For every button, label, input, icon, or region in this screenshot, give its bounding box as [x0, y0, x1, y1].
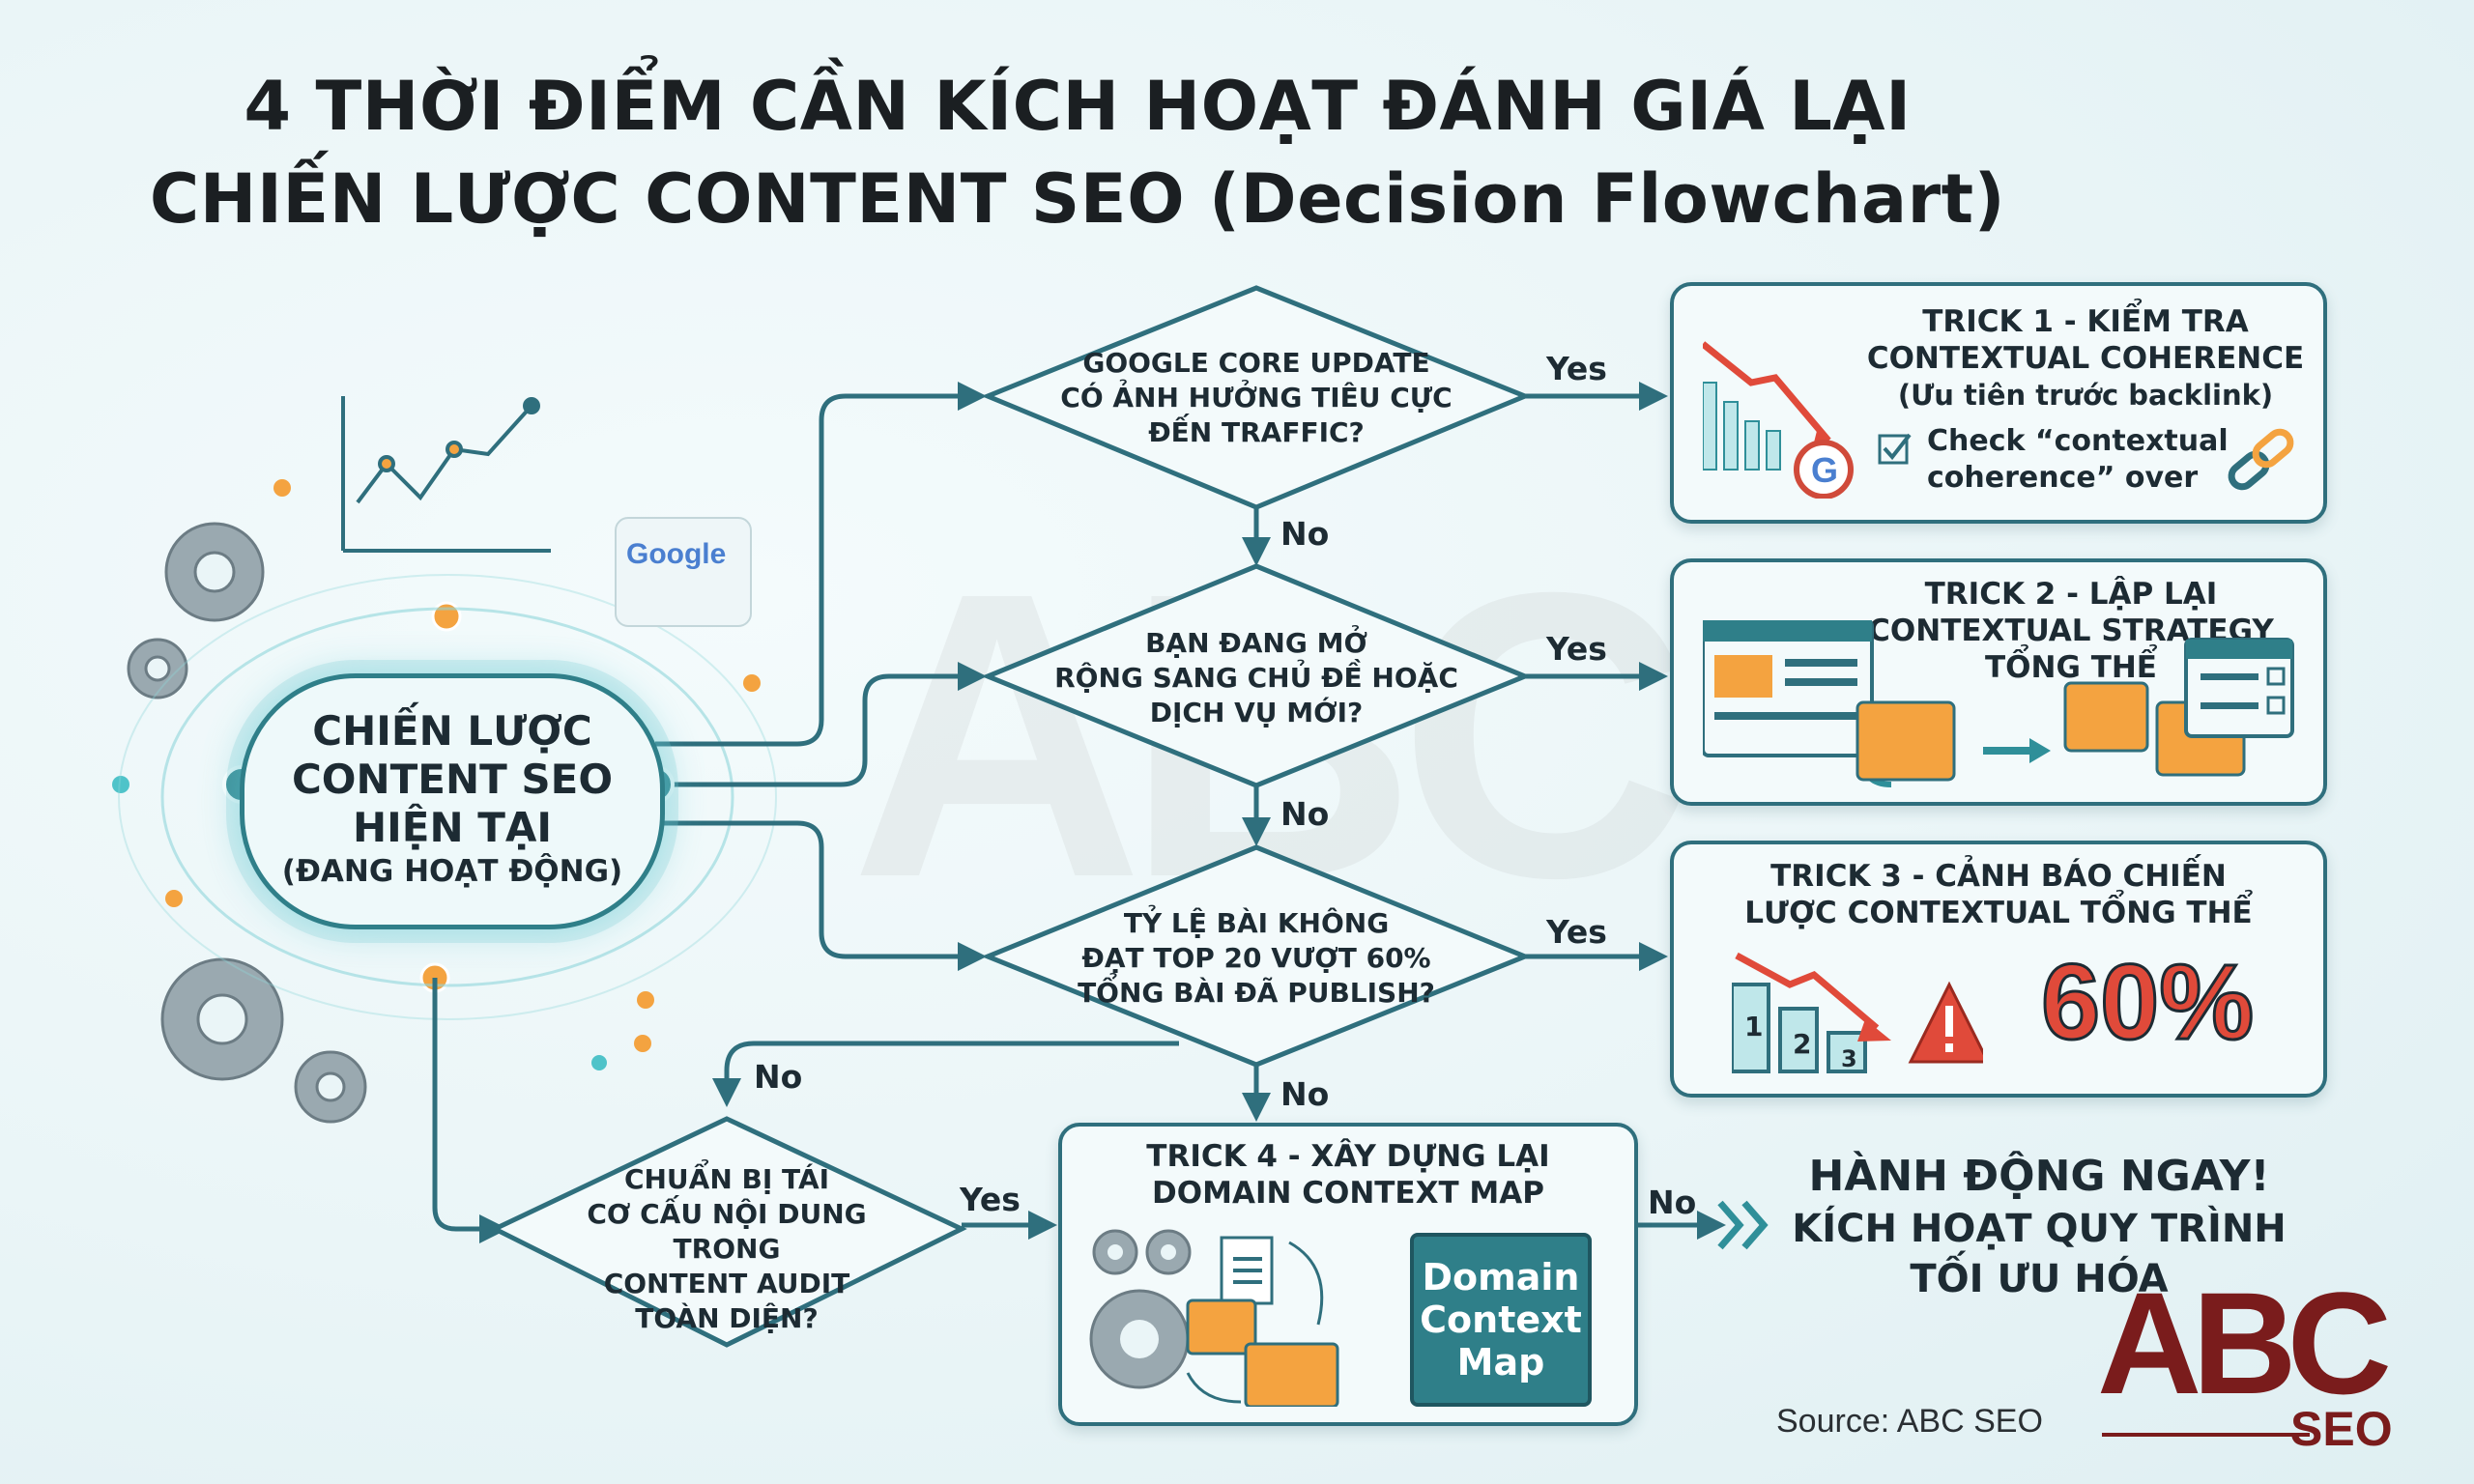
abc-seo-logo: ABC SEO — [2097, 1262, 2393, 1456]
context-map-build-icon — [1089, 1229, 1339, 1407]
title-line-1: 4 THỜI ĐIỂM CẦN KÍCH HOẠT ĐÁNH GIÁ LẠI — [244, 67, 1912, 146]
edge-yes-2: Yes — [1546, 630, 1607, 668]
decor-dots — [165, 479, 761, 1052]
ranking-drop-icon — [1732, 952, 1983, 1073]
final-action: HÀNH ĐỘNG NGAY! KÍCH HOẠT QUY TRÌNH TỐI … — [1730, 1150, 2348, 1304]
current-strategy-title: CHIẾN LƯỢC CONTENT SEO HIỆN TẠI — [291, 707, 614, 851]
traffic-drop-icon: G — [1703, 341, 1854, 499]
decision-core-update: GOOGLE CORE UPDATE CÓ ẢNH HƯỞNG TIÊU CỰC… — [1060, 347, 1453, 448]
current-strategy-node: CHIẾN LƯỢC CONTENT SEO HIỆN TẠI (ĐANG HO… — [240, 673, 665, 929]
edge-yes-1: Yes — [1546, 350, 1607, 387]
edge-no-5: No — [1648, 1184, 1697, 1221]
trick-1-card: TRICK 1 - KIỂM TRA CONTEXTUAL COHERENCE … — [1670, 282, 2327, 524]
source-caption: Source: ABC SEO — [1776, 1403, 2043, 1440]
edge-no-3: No — [1280, 1075, 1330, 1113]
decision-new-topic: BẠN ĐANG MỞ RỘNG SANG CHỦ ĐỀ HOẶC DỊCH V… — [1054, 627, 1458, 728]
double-chevron-icon — [1717, 1200, 1769, 1250]
trick-2-title: TRICK 2 - LẬP LẠI CONTEXTUAL STRATEGY TỔ… — [1868, 577, 2274, 685]
current-strategy-subtitle: (ĐANG HOẠT ĐỘNG) — [281, 854, 623, 889]
trick-1-check-text: Check “contextual coherence” over — [1927, 424, 2229, 495]
trick-1-title: TRICK 1 - KIỂM TRA CONTEXTUAL COHERENCE … — [1866, 304, 2305, 412]
edge-no-1: No — [1280, 515, 1330, 553]
title-line-2: CHIẾN LƯỢC CONTENT SEO (Decision Flowcha… — [149, 159, 2006, 239]
link-icon — [2228, 428, 2294, 491]
trick-3-title: TRICK 3 - CẢNH BÁO CHIẾN LƯỢC CONTEXTUAL… — [1744, 859, 2253, 930]
final-action-heading: HÀNH ĐỘNG NGAY! — [1808, 1152, 2270, 1201]
warning-percent: 60% — [2039, 942, 2255, 1064]
line-chart-icon — [341, 396, 551, 553]
edge-yes-3: Yes — [1546, 913, 1607, 951]
decision-diamonds — [489, 285, 1532, 1348]
trick-4-title: TRICK 4 - XÂY DỰNG LẠI DOMAIN CONTEXT MA… — [1146, 1139, 1550, 1211]
decision-top20-ratio: TỶ LỆ BÀI KHÔNG ĐẠT TOP 20 VƯỢT 60% TỔNG… — [1078, 907, 1435, 1009]
edge-yes-4: Yes — [960, 1181, 1021, 1218]
trick-2-card: TRICK 2 - LẬP LẠI CONTEXTUAL STRATEGY TỔ… — [1670, 558, 2327, 806]
svg-text:G: G — [1811, 450, 1838, 490]
domain-context-map-panel: Domain Context Map — [1410, 1233, 1592, 1407]
strategy-restructure-icon — [1703, 620, 2294, 787]
decision-content-audit: CHUẨN BỊ TÁI CƠ CẤU NỘI DUNG TRONG CONTE… — [587, 1163, 867, 1334]
trick-3-card: TRICK 3 - CẢNH BÁO CHIẾN LƯỢC CONTEXTUAL… — [1670, 841, 2327, 1098]
trick-4-card: TRICK 4 - XÂY DỰNG LẠI DOMAIN CONTEXT MA… — [1058, 1123, 1638, 1426]
checkbox-icon — [1878, 433, 1912, 465]
gear-icon — [127, 522, 367, 1124]
page-title: 4 THỜI ĐIỂM CẦN KÍCH HOẠT ĐÁNH GIÁ LẠI C… — [0, 60, 2155, 245]
edge-no-2: No — [1280, 795, 1330, 833]
edge-no-4: No — [754, 1058, 803, 1096]
google-badge-icon: Google — [615, 517, 752, 627]
